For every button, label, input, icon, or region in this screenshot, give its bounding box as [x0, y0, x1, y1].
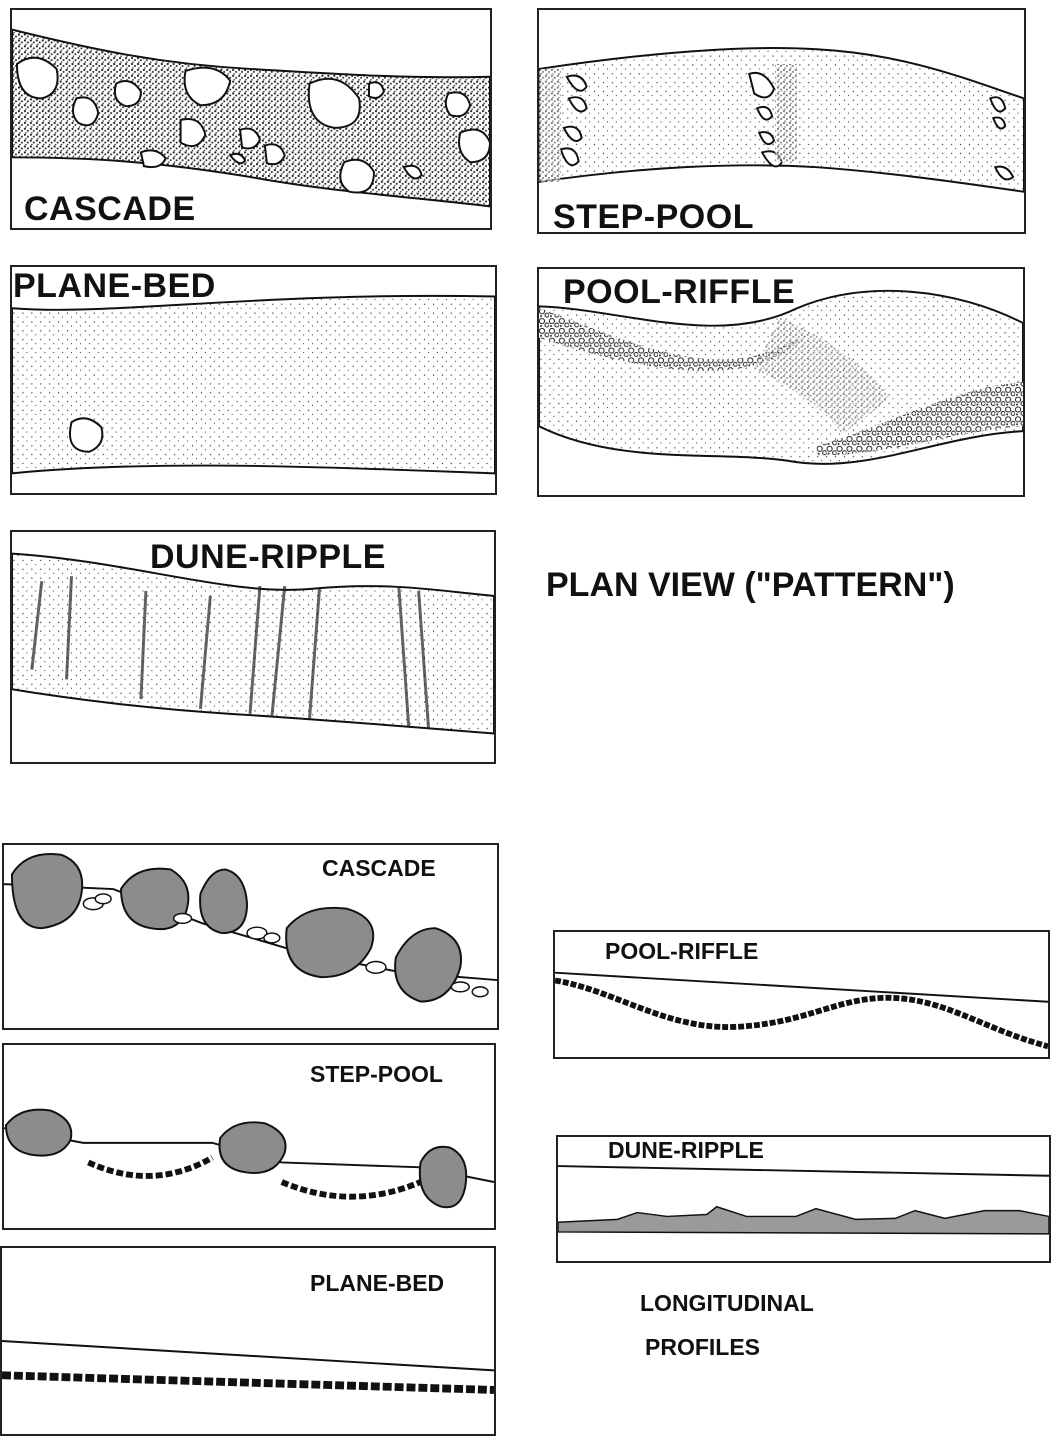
profile-dune-ripple-panel: DUNE-RIPPLE	[556, 1135, 1051, 1263]
plan-view-caption: PLAN VIEW ("PATTERN")	[546, 566, 955, 605]
profile-pool-riffle-panel: POOL-RIFFLE	[553, 930, 1050, 1059]
profile-dune-ripple-label: DUNE-RIPPLE	[608, 1137, 764, 1164]
profile-plane-bed-label: PLANE-BED	[310, 1270, 444, 1297]
plan-plane-bed-label: PLANE-BED	[13, 267, 216, 306]
profile-cascade-panel: CASCADE	[2, 843, 499, 1030]
plan-step-pool-panel: STEP-POOL	[537, 8, 1026, 234]
plan-dune-ripple-label: DUNE-RIPPLE	[150, 538, 386, 577]
profile-step-pool-panel: STEP-POOL	[2, 1043, 496, 1230]
profiles-caption-line2: PROFILES	[645, 1334, 760, 1361]
profile-pool-riffle-label: POOL-RIFFLE	[605, 938, 758, 965]
profiles-caption-line1: LONGITUDINAL	[640, 1290, 814, 1317]
plan-pool-riffle-panel: POOL-RIFFLE	[537, 267, 1025, 497]
plan-plane-bed-panel: PLANE-BED	[10, 265, 497, 495]
profile-cascade-label: CASCADE	[322, 855, 436, 882]
plan-dune-ripple-panel: DUNE-RIPPLE	[10, 530, 496, 764]
profile-step-pool-label: STEP-POOL	[310, 1061, 443, 1088]
plan-step-pool-label: STEP-POOL	[553, 198, 754, 234]
plan-pool-riffle-label: POOL-RIFFLE	[563, 273, 795, 312]
plan-cascade-label: CASCADE	[24, 190, 196, 229]
profile-plane-bed-panel: PLANE-BED	[0, 1246, 496, 1436]
plan-cascade-panel: CASCADE	[10, 8, 492, 230]
